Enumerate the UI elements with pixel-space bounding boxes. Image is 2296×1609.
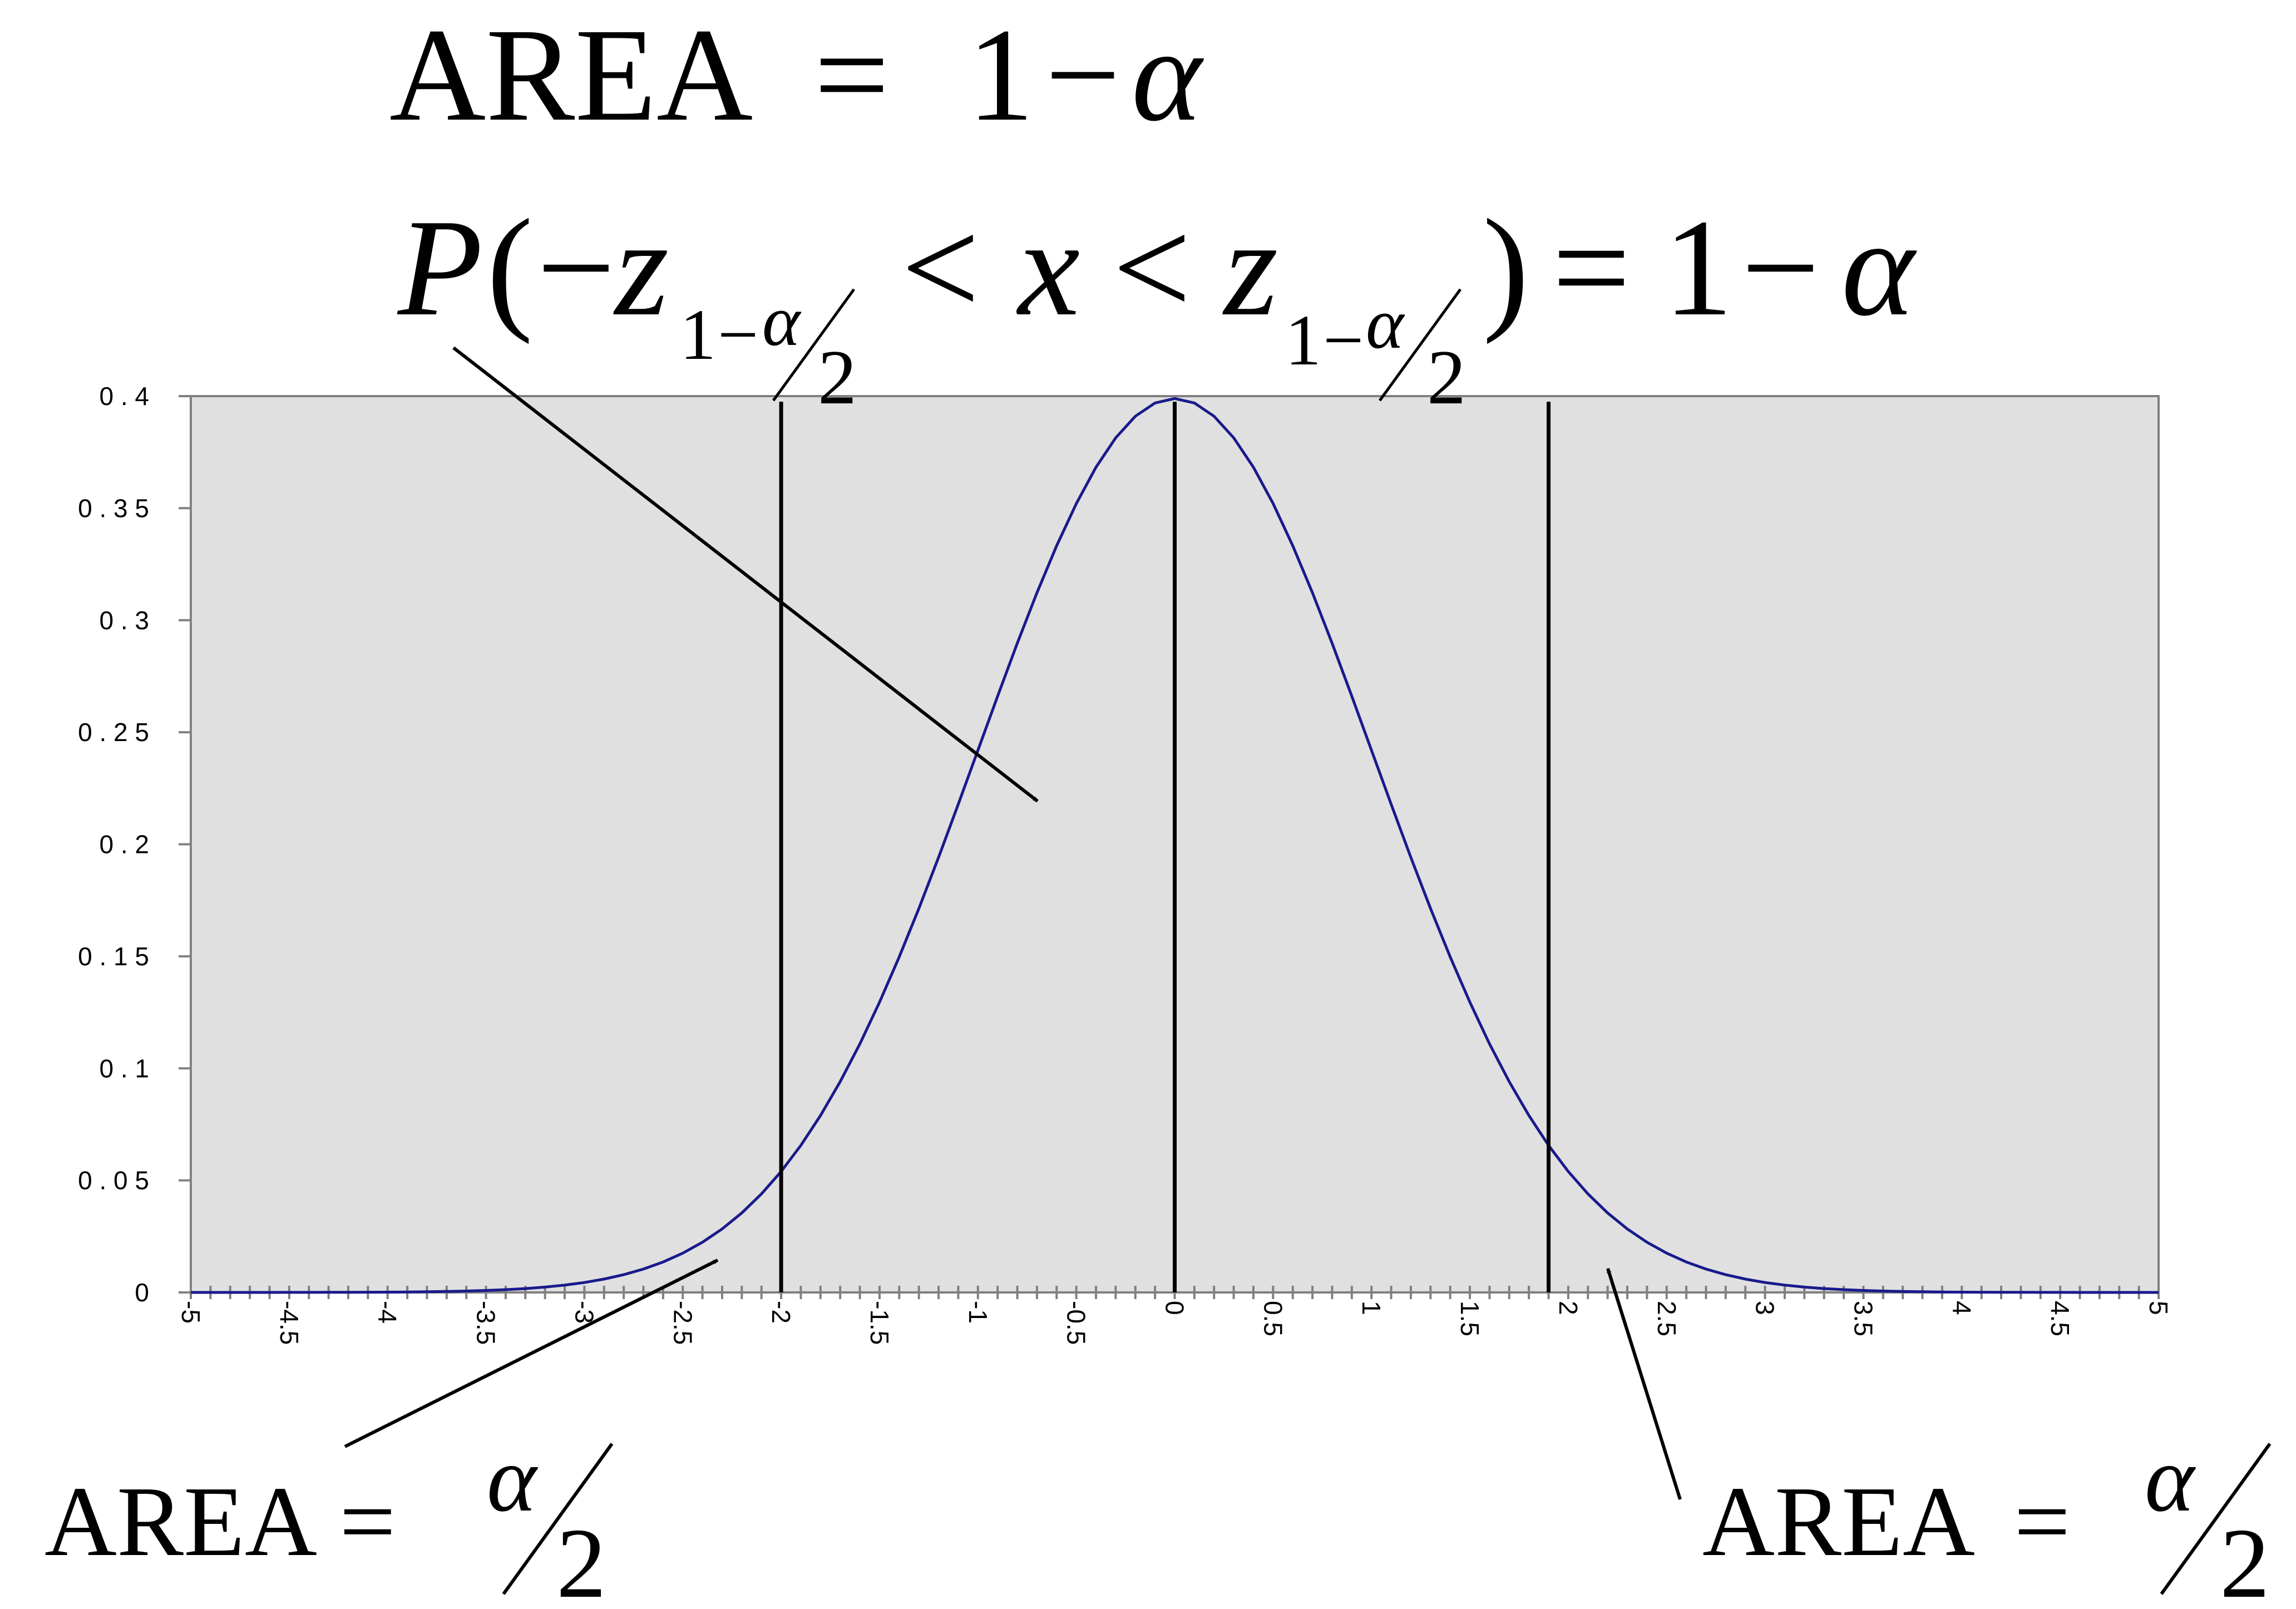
prob-sub-alpha-right: α [1366, 284, 1405, 364]
x-tick-label: 4 [1947, 1301, 1976, 1315]
right-tail-arrow [1606, 1268, 1682, 1500]
top-area-equals: = [814, 1, 889, 149]
left-tail-arrow [344, 1258, 719, 1448]
prob-neg: − [537, 191, 615, 345]
right-tail-annotation: AREA = α 2 [1702, 1427, 2272, 1609]
x-tick-label: -2.5 [668, 1301, 697, 1345]
x-tick-label: -0.5 [1062, 1301, 1091, 1345]
x-tick-label: 4.5 [2046, 1301, 2075, 1336]
top-area-annotation: AREA = 1−α [389, 1, 1204, 149]
probability-statement: P ( − z 1 − α 2 < x < z 1 − α 2 ) = 1 − … [397, 191, 1917, 421]
x-tick-label: 1 [1357, 1301, 1386, 1315]
x-tick-label: 1.5 [1455, 1301, 1484, 1336]
prob-less-than-1: < [901, 191, 980, 345]
prob-z-right: z [1222, 191, 1278, 345]
y-tick-labels: 0 0 . 0 5 0 . 1 0 . 1 5 0 . 2 0 . 2 5 0 . 3 0 .… [78, 382, 149, 1307]
left-area-slash [502, 1443, 614, 1595]
y-tick-label: 0 . 0 5 [78, 1166, 149, 1195]
prob-sub-two-right: 2 [1427, 334, 1466, 421]
top-area-one: 1 [967, 1, 1034, 149]
prob-sub-alpha-left: α [762, 281, 802, 361]
right-area-equals: = [2014, 1466, 2071, 1577]
prob-less-than-2: < [1113, 191, 1191, 345]
y-tick-label: 0 . 3 5 [78, 493, 149, 522]
prob-P: P [397, 191, 483, 345]
left-tail-annotation: AREA = α 2 [45, 1427, 614, 1609]
y-tick-label: 0 . 2 5 [78, 718, 149, 747]
density-curve-group [191, 397, 2159, 1294]
top-area-alpha: α [1132, 1, 1204, 149]
right-area-slash [2160, 1443, 2272, 1595]
right-area-two: 2 [2220, 1508, 2270, 1609]
x-tick-label: -1 [964, 1301, 993, 1324]
prob-sub-minus-left: − [718, 295, 758, 375]
left-area-alpha: α [487, 1427, 539, 1531]
x-tick-label: 0 [1161, 1301, 1189, 1315]
x-tick-label: -2 [767, 1301, 796, 1324]
y-tick-label: 0 [135, 1278, 149, 1307]
top-area-word: AREA [389, 1, 753, 149]
x-tick-label: 5 [2144, 1301, 2173, 1315]
x-tick-label: 3.5 [1849, 1301, 1878, 1336]
y-tick-label: 0 . 2 [99, 830, 149, 859]
prob-sub-one-right: 1 [1285, 300, 1321, 381]
x-tick-label: -4 [373, 1301, 402, 1324]
prob-alpha: α [1841, 191, 1917, 345]
prob-z-left: z [613, 191, 669, 345]
y-tick-label: 0 . 1 5 [78, 942, 149, 971]
x-tick-label: 3 [1751, 1301, 1780, 1315]
right-area-word: AREA [1702, 1466, 1975, 1577]
center-area-arrow [452, 346, 1039, 803]
prob-sub-slash-right [1378, 288, 1462, 402]
prob-sub-two-left: 2 [818, 334, 857, 421]
x-tick-label: -4.5 [275, 1301, 304, 1345]
x-tick-label: -3.5 [472, 1301, 501, 1345]
left-area-equals: = [339, 1466, 396, 1577]
y-tick-label: 0 . 4 [99, 382, 149, 411]
prob-close-paren: ) [1483, 191, 1529, 345]
x-tick-label: 2 [1554, 1301, 1583, 1315]
left-area-word: AREA [45, 1466, 317, 1577]
top-area-minus: − [1045, 1, 1120, 149]
x-tick-labels: -5 -4.5 -4 -3.5 -3 -2.5 -2 -1.5 -1 -0.5 0 0.5 1 1.5 2 2… [176, 1301, 2173, 1345]
right-area-alpha: α [2145, 1427, 2196, 1531]
prob-sub-slash-left [772, 288, 856, 402]
prob-open-paren: ( [487, 191, 533, 345]
x-tick-label: -1.5 [865, 1301, 894, 1345]
x-tick-label: 0.5 [1258, 1301, 1287, 1336]
prob-equals: = [1552, 191, 1631, 345]
x-tick-label: -5 [176, 1301, 205, 1324]
critical-lines [779, 402, 1551, 1292]
prob-sub-minus-right: − [1323, 300, 1364, 381]
prob-one: 1 [1663, 191, 1733, 345]
density-curve [191, 397, 2159, 1294]
y-tick-label: 0 . 1 [99, 1054, 149, 1083]
prob-minus: − [1741, 191, 1820, 345]
x-tick-label: -3 [570, 1301, 599, 1324]
left-area-two: 2 [556, 1508, 606, 1609]
y-tick-label: 0 . 3 [99, 606, 149, 635]
prob-x: x [1016, 191, 1080, 345]
prob-sub-one-left: 1 [680, 295, 716, 375]
x-tick-label: 2.5 [1652, 1301, 1681, 1336]
